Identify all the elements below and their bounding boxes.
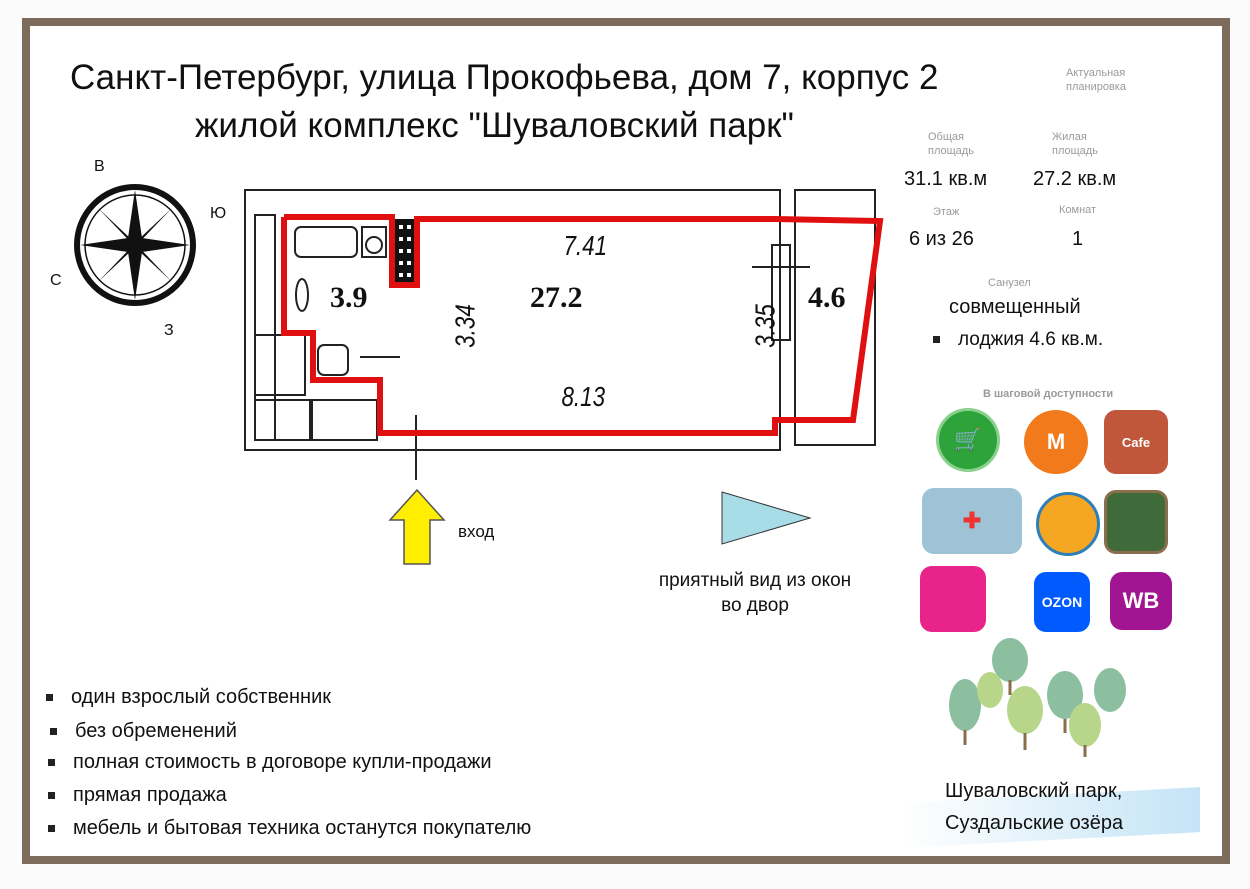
compass-east: Ю: [210, 205, 227, 222]
feature-item: полная стоимость в договоре купли-продаж…: [48, 751, 492, 774]
total-area-value: 31.1 кв.м: [904, 168, 988, 190]
total-area-label: Общая площадь: [928, 131, 974, 157]
fitness-icon: [1036, 492, 1100, 556]
compass: В Ю С З: [50, 150, 230, 340]
loggia-area: 4.6: [808, 281, 846, 314]
sports-ground-icon: [1104, 490, 1168, 554]
living-area-value: 27.2 кв.м: [1033, 168, 1117, 190]
cafe-icon: Cafe: [1104, 410, 1168, 474]
park-line1: Шуваловский парк,: [945, 780, 1123, 802]
bath-area: 3.9: [330, 281, 368, 314]
actual-plan-label: Актуальная планировка: [1066, 67, 1126, 93]
compass-south: З: [164, 322, 174, 339]
mall-icon: [920, 566, 986, 632]
entrance-arrow-icon: [388, 488, 446, 565]
floor-plan: 3.9 27.2 4.6 7.41 8.13 3.34 3.35: [240, 185, 890, 485]
compass-north: В: [94, 158, 105, 175]
view-line2: во двор: [721, 595, 789, 616]
left-dimension: 3.34: [449, 304, 481, 348]
compass-rose-icon: [74, 184, 196, 306]
right-dimension: 3.35: [749, 304, 781, 348]
apartment-outline: [281, 214, 884, 436]
feature-item: мебель и бытовая техника останутся покуп…: [48, 817, 531, 840]
hospital-icon: ✚: [922, 488, 1022, 554]
feature-item: один взрослый собственник: [46, 686, 331, 709]
compass-west: С: [50, 272, 62, 289]
rooms-value: 1: [1072, 228, 1084, 250]
top-dimension: 7.41: [563, 230, 608, 261]
living-area-label: Жилая площадь: [1052, 131, 1098, 157]
park-trees-icon: [949, 638, 1126, 757]
room-area: 27.2: [530, 281, 583, 314]
ozon-icon: OZON: [1034, 572, 1090, 632]
loggia-note: лоджия 4.6 кв.м.: [933, 329, 1103, 351]
park-line2: Суздальские озёра: [945, 812, 1124, 834]
park-caption: Шуваловский парк, Суздальские озёра: [945, 775, 1123, 839]
supermarket-icon: 🛒: [936, 408, 1000, 472]
floor-value: 6 из 26: [909, 228, 974, 250]
title-address: Санкт-Петербург, улица Прокофьева, дом 7…: [70, 58, 939, 97]
rooms-label: Комнат: [1059, 204, 1097, 216]
feature-item: прямая продажа: [48, 784, 227, 807]
bathroom-value: совмещенный: [949, 296, 1081, 318]
floor-label: Этаж: [933, 206, 960, 218]
feature-item: без обременений: [50, 720, 237, 743]
view-line1: приятный вид из окон: [658, 570, 852, 591]
bathroom-label: Санузел: [988, 277, 1031, 289]
title-complex: жилой комплекс "Шуваловский парк": [195, 106, 794, 145]
view-caption: приятный вид из окон во двор: [620, 568, 890, 618]
view-arrow-icon: [721, 491, 812, 545]
walking-distance-label: В шаговой доступности: [983, 388, 1114, 400]
metro-icon: М: [1024, 410, 1088, 474]
bottom-dimension: 8.13: [561, 381, 606, 412]
wildberries-icon: WB: [1110, 572, 1172, 630]
entrance-label: вход: [458, 522, 495, 541]
